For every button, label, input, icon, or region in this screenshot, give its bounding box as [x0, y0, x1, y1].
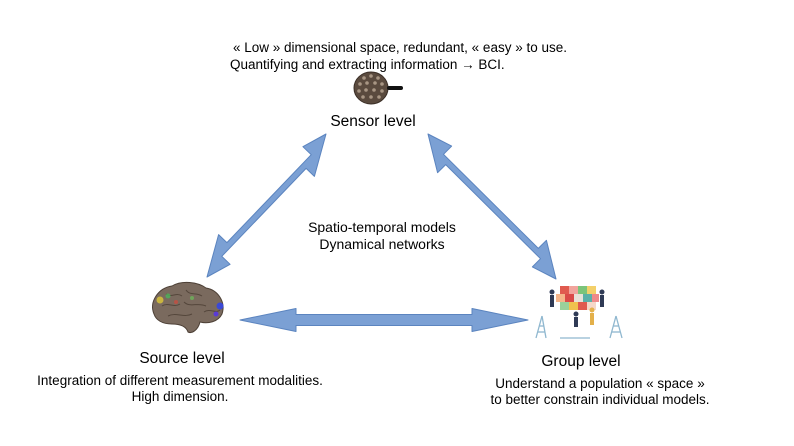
source-desc-line1: Integration of different measurement mod… [37, 373, 323, 388]
eeg-sensor-cap-icon [353, 71, 403, 105]
center-label-line2: Dynamical networks [319, 236, 445, 252]
arrow-sensor-group [427, 133, 557, 280]
sensor-note-line1: « Low » dimensional space, redundant, « … [233, 40, 567, 55]
people-assembling-brain-puzzle-icon [535, 286, 623, 339]
brain-icon [152, 281, 224, 333]
group-desc-line2: to better constrain individual models. [490, 392, 710, 407]
group-desc-line1: Understand a population « space » [495, 376, 705, 391]
group-level-title: Group level [541, 353, 621, 370]
center-label-line1: Spatio-temporal models [308, 219, 456, 235]
source-desc-line2: High dimension. [131, 389, 229, 404]
source-level-title: Source level [139, 350, 225, 367]
arrow-source-group [239, 308, 529, 332]
arrow-sensor-source [206, 133, 327, 278]
sensor-note-line2: Quantifying and extracting information →… [230, 57, 505, 72]
sensor-level-title: Sensor level [330, 113, 416, 130]
